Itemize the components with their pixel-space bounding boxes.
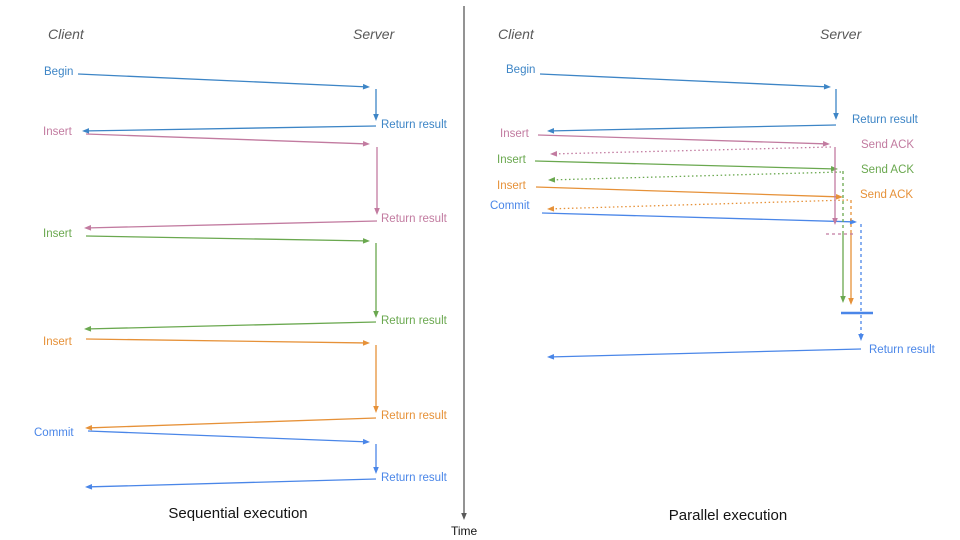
right-ack-3: Send ACK bbox=[860, 189, 914, 201]
right-server-header: Server bbox=[820, 26, 862, 42]
right-return-2: Return result bbox=[869, 344, 935, 356]
left-op-insert-2: Insert bbox=[43, 228, 72, 240]
right-op-insert-2: Insert bbox=[497, 154, 526, 166]
left-server-header: Server bbox=[353, 26, 395, 42]
left-return-2: Return result bbox=[381, 213, 447, 225]
right-client-header: Client bbox=[498, 26, 534, 42]
left-op-insert-3: Insert bbox=[43, 336, 72, 348]
left-panel-title: Sequential execution bbox=[168, 505, 308, 522]
left-client-header: Client bbox=[48, 26, 84, 42]
right-op-begin: Begin bbox=[506, 64, 536, 76]
right-op-insert-1: Insert bbox=[500, 128, 529, 140]
right-ack-1: Send ACK bbox=[861, 139, 915, 151]
left-op-commit: Commit bbox=[34, 427, 74, 439]
left-op-insert-1: Insert bbox=[43, 126, 72, 138]
right-return-1: Return result bbox=[852, 114, 918, 126]
left-op-begin: Begin bbox=[44, 66, 74, 78]
left-return-4: Return result bbox=[381, 410, 447, 422]
right-panel-title: Parallel execution bbox=[668, 507, 788, 524]
left-return-5: Return result bbox=[381, 472, 447, 484]
left-return-1: Return result bbox=[381, 119, 447, 131]
right-op-insert-3: Insert bbox=[497, 180, 526, 192]
right-ack-2: Send ACK bbox=[861, 164, 915, 176]
right-op-commit: Commit bbox=[490, 200, 530, 212]
left-return-3: Return result bbox=[381, 315, 447, 327]
time-axis-label: Time bbox=[451, 524, 478, 538]
